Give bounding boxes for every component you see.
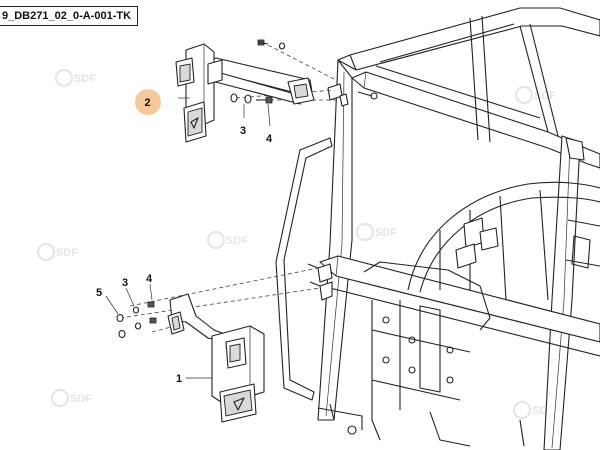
watermark-text-5: SDF <box>375 227 397 239</box>
watermark-logo-icon <box>37 243 55 261</box>
callout-lower-4: 4 <box>146 273 153 285</box>
callout-lower-1: 1 <box>176 373 182 385</box>
watermark-text-1: SDF <box>74 73 96 85</box>
upper-bolt-icon <box>256 96 273 104</box>
callout-upper-3: 3 <box>240 125 246 137</box>
watermark-logo-icon <box>513 401 531 419</box>
callout-upper-2: 2 <box>145 97 151 109</box>
lower-washer-icon <box>132 306 140 314</box>
upper-washer-icon <box>244 94 252 104</box>
watermark-text-4: SDF <box>226 235 248 247</box>
cab-frame <box>275 7 600 450</box>
upper-nut-icon <box>230 93 238 103</box>
watermark-logo-icon <box>55 69 73 87</box>
drawing-reference-code: 9_DB271_02_0-A-001-TK <box>0 6 139 26</box>
watermark-logo-icon <box>515 86 533 104</box>
callouts: 2 3 4 1 3 4 5 <box>96 89 273 385</box>
upper-mirror-assembly <box>175 39 338 143</box>
upper-top-bolt-icon <box>257 39 286 50</box>
lower-mirror-assembly <box>105 267 321 423</box>
watermark-text-6: SDF <box>70 393 92 405</box>
watermark-logo-icon <box>356 223 374 241</box>
callout-upper-4: 4 <box>266 133 273 145</box>
highlight-badge-part-2[interactable] <box>135 89 161 115</box>
watermark-logo-icon <box>207 231 225 249</box>
callout-lower-3: 3 <box>122 277 128 289</box>
lower-bolt-icon <box>147 301 157 324</box>
callout-lower-5: 5 <box>96 287 102 299</box>
watermark-logo-icon <box>51 389 69 407</box>
lower-nut-icon <box>116 313 124 323</box>
watermark-text-3: SDF <box>56 247 78 259</box>
